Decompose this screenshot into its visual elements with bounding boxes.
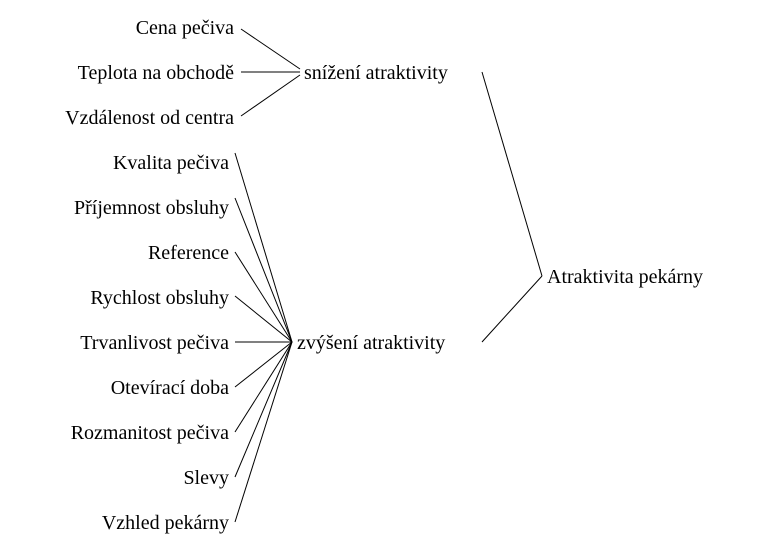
factor-label: Rozmanitost pečiva [71,422,229,444]
connector-line [234,341,293,478]
factor-label: Teplota na obchodě [78,62,234,84]
connector-line [481,275,543,343]
connector-line [234,341,293,433]
connector-line [234,295,293,343]
node-labels: Cena pečiva Teplota na obchodě Vzdálenos… [65,17,703,534]
factor-label: Vzdálenost od centra [65,107,234,129]
group-label-reduction: snížení atraktivity [304,62,448,84]
factor-label: Cena pečiva [136,17,234,39]
connector-lines [234,28,543,523]
factor-label: Rychlost obsluhy [90,287,229,309]
factor-label: Příjemnost obsluhy [74,197,229,219]
connector-line [234,152,293,343]
connector-line [481,71,543,277]
connector-line [240,74,301,117]
connector-line [234,341,293,388]
group-label-increase: zvýšení atraktivity [297,332,445,354]
factor-label: Reference [148,242,229,264]
connector-line [240,28,301,70]
connector-line [234,341,293,523]
factor-label: Vzhled pekárny [102,512,229,534]
connector-line [234,197,293,343]
factor-label: Kvalita pečiva [113,152,229,174]
root-label: Atraktivita pekárny [547,266,703,288]
factor-label: Slevy [183,467,229,489]
connector-line [234,251,293,343]
factor-label: Otevírací doba [111,377,229,399]
factor-label: Trvanlivost pečiva [80,332,229,354]
